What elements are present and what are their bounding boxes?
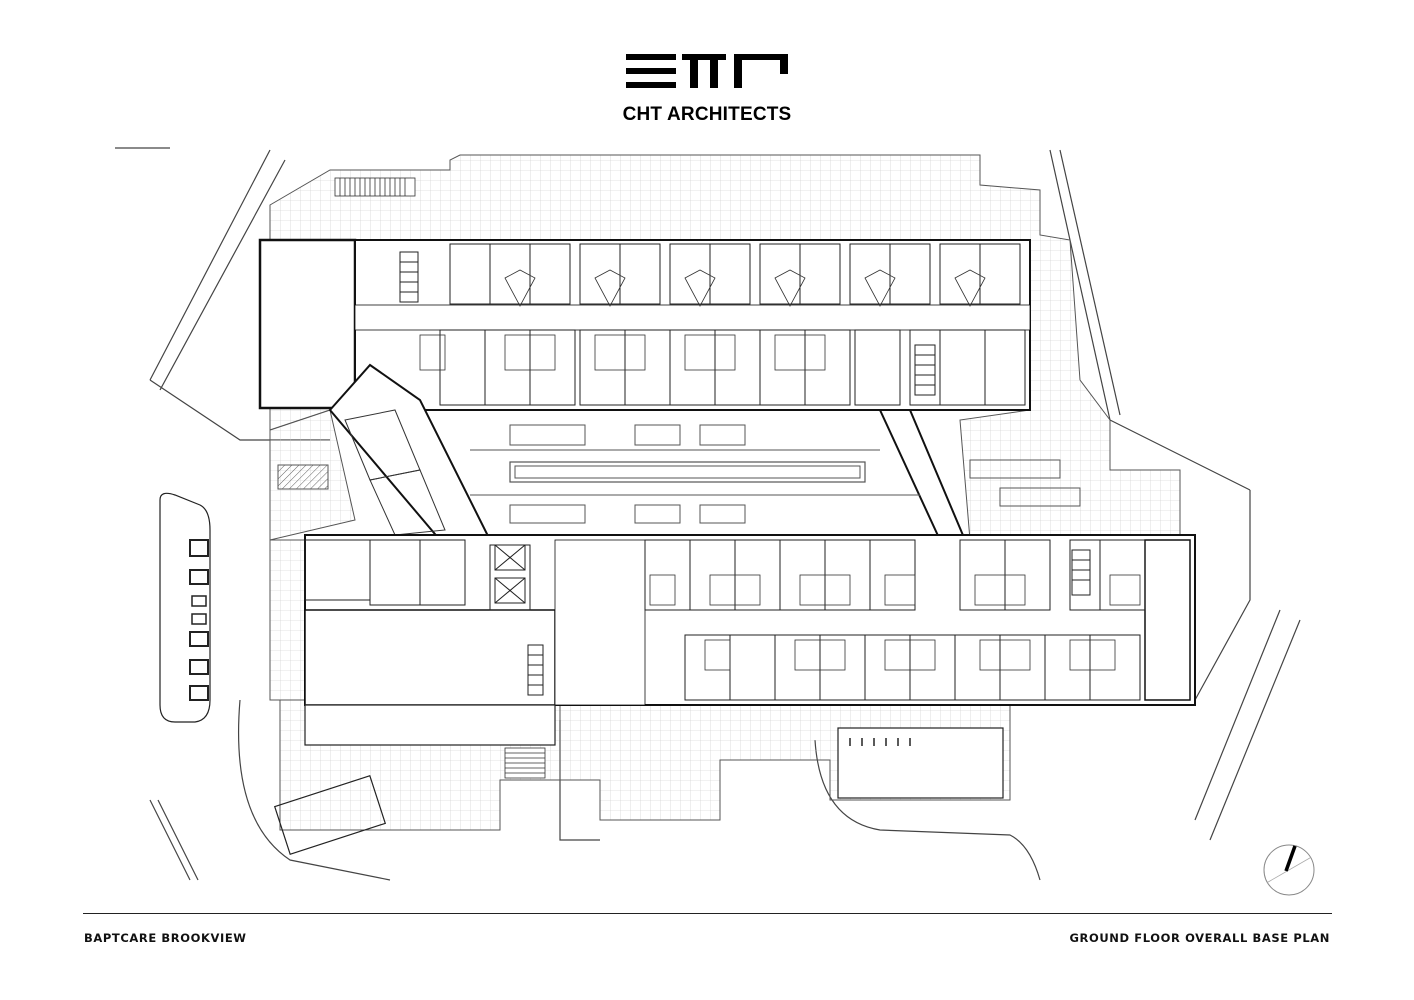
site-boundary (115, 147, 1301, 881)
north-arrow-icon (1263, 844, 1315, 896)
south-wing (304, 534, 1196, 706)
parking-marks (849, 738, 911, 746)
north-bathroom-pods (419, 269, 986, 371)
south-bathroom-pods (649, 574, 1141, 671)
footer-rule (83, 913, 1332, 914)
lifts-stairs (399, 251, 1091, 696)
firm-name: CHT ARCHITECTS (622, 104, 792, 125)
west-island (159, 492, 211, 723)
north-rooms (439, 243, 1026, 406)
south-rooms (304, 539, 1146, 701)
project-name: BAPTCARE BROOKVIEW (84, 931, 247, 945)
north-wing (258, 238, 1031, 411)
sheet-title: GROUND FLOOR OVERALL BASE PLAN (1069, 931, 1330, 945)
courtyard (470, 424, 1081, 524)
cht-logo-icon (626, 54, 788, 88)
site-stairs (334, 177, 546, 779)
link-rooms (344, 409, 446, 536)
entry-canopy (273, 704, 1004, 855)
